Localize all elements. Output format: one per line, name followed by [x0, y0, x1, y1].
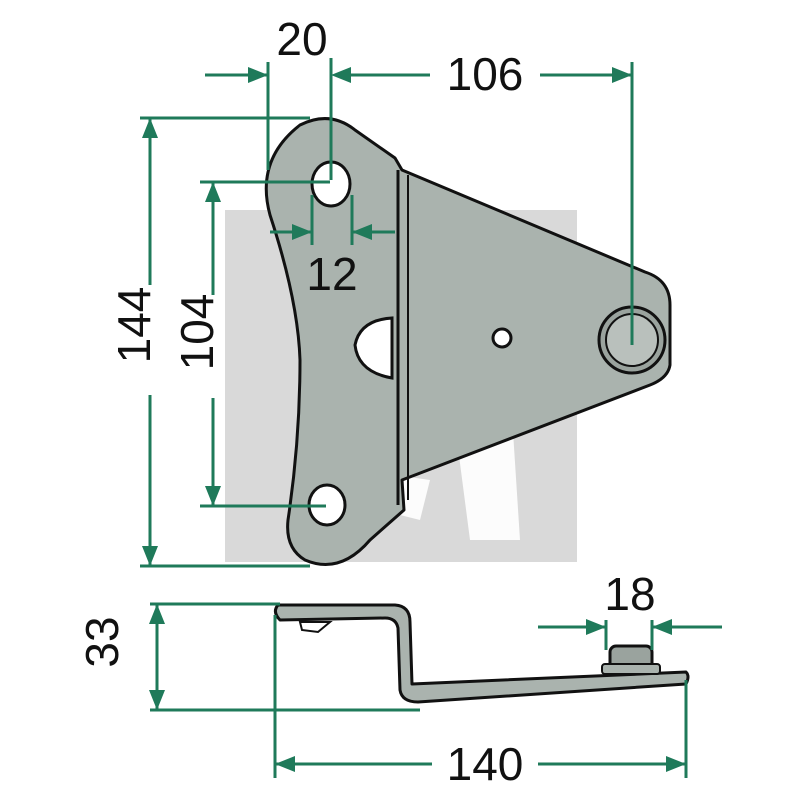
dim-depth: 33 — [76, 616, 128, 667]
dim-width-top: 20 — [276, 13, 327, 65]
small-hole — [491, 327, 513, 349]
dimension-lines — [140, 58, 722, 778]
dim-height-total: 144 — [108, 287, 160, 364]
dim-offset-top: 106 — [447, 48, 524, 100]
dim-hole-spacing: 104 — [171, 294, 223, 371]
center-slot — [353, 316, 394, 380]
dim-boss-dia: 18 — [604, 568, 655, 620]
dim-hole-dia: 12 — [306, 248, 357, 300]
bracket-side-view — [273, 603, 690, 704]
dim-length-side: 140 — [447, 738, 524, 790]
